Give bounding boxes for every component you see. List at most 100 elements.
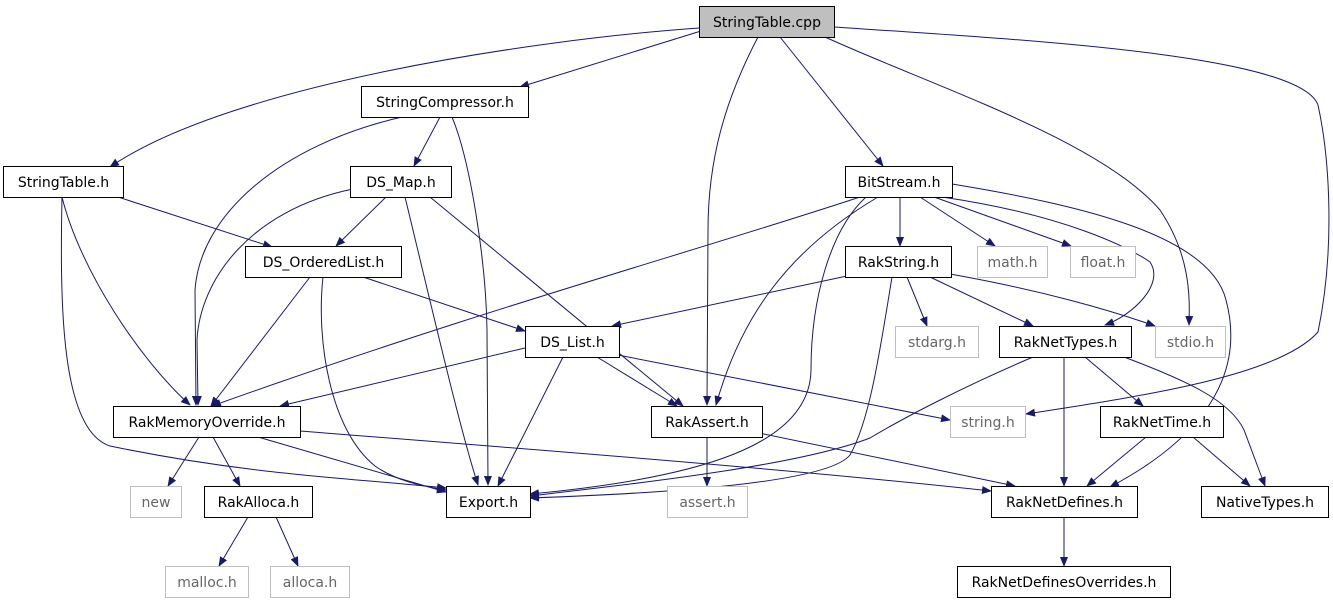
edge-stringcompressor-h-to-export-h bbox=[451, 116, 492, 486]
edge-rakmemoryoverride-h-to-rakalloca-h bbox=[212, 436, 241, 487]
node-box bbox=[113, 406, 301, 438]
node-box bbox=[361, 86, 529, 118]
edge-rakmemoryoverride-h-to-new bbox=[167, 436, 200, 487]
edge-ds-orderedlist-h-to-export-h bbox=[320, 276, 447, 493]
edge-ds-map-h-to-rakassert-h bbox=[429, 196, 684, 407]
edge-ds-list-h-to-export-h bbox=[497, 356, 564, 487]
edge-ds-list-h-to-string-h bbox=[617, 354, 951, 423]
node-box bbox=[999, 326, 1132, 358]
edge-bitstream-h-to-math-h bbox=[919, 196, 996, 247]
node-box bbox=[895, 326, 979, 358]
node-ds-map-h[interactable]: DS_Map.h bbox=[350, 166, 452, 198]
node-raknetdefines-h[interactable]: RakNetDefines.h bbox=[991, 486, 1138, 518]
node-label: alloca.h bbox=[283, 575, 338, 591]
node-rakalloca-h[interactable]: RakAlloca.h bbox=[204, 486, 313, 518]
edge-rakalloca-h-to-malloc-h bbox=[218, 516, 249, 567]
node-rakassert-h[interactable]: RakAssert.h bbox=[651, 406, 763, 438]
edge-raknettime-h-to-raknetdefines-h bbox=[1086, 436, 1147, 487]
edge-bitstream-h-to-rakmemoryoverride-h bbox=[211, 196, 861, 407]
node-label: RakNetDefinesOverrides.h bbox=[972, 575, 1157, 591]
node-box bbox=[204, 486, 313, 518]
node-ds-orderedlist-h[interactable]: DS_OrderedList.h bbox=[245, 246, 402, 278]
edge-rakmemoryoverride-h-to-raknetdefines-h bbox=[299, 430, 992, 494]
node-label: stdio.h bbox=[1167, 335, 1214, 351]
node-label: StringTable.h bbox=[18, 175, 109, 191]
edge-rakstring-h-to-stdio-h bbox=[949, 273, 1156, 327]
node-box bbox=[350, 166, 452, 198]
node-new: new bbox=[130, 486, 182, 518]
node-label: RakNetTypes.h bbox=[1014, 335, 1117, 351]
node-assert-h: assert.h bbox=[667, 486, 748, 518]
node-stdio-h: stdio.h bbox=[1155, 326, 1226, 358]
node-label: math.h bbox=[988, 255, 1038, 271]
node-malloc-h: malloc.h bbox=[165, 566, 249, 598]
node-label: malloc.h bbox=[177, 575, 237, 591]
node-box bbox=[1155, 326, 1226, 358]
node-label: RakNetTime.h bbox=[1113, 415, 1211, 431]
node-raknettime-h[interactable]: RakNetTime.h bbox=[1100, 406, 1224, 438]
edge-rakstring-h-to-raknettypes-h bbox=[929, 276, 1034, 327]
node-label: RakAlloca.h bbox=[218, 495, 300, 511]
node-box bbox=[957, 566, 1171, 598]
node-box bbox=[446, 486, 531, 518]
node-label: DS_Map.h bbox=[366, 175, 436, 191]
edge-ds-orderedlist-h-to-ds-list-h bbox=[362, 276, 526, 332]
node-rakmemoryoverride-h[interactable]: RakMemoryOverride.h bbox=[113, 406, 301, 438]
edge-rakstring-h-to-stdarg-h bbox=[906, 276, 928, 327]
node-box bbox=[525, 326, 620, 358]
edge-bitstream-h-to-rakassert-h bbox=[714, 196, 879, 406]
node-raknetdefinesoverrides-h[interactable]: RakNetDefinesOverrides.h bbox=[957, 566, 1171, 598]
edge-raknettypes-h-to-nativetypes-h bbox=[1123, 356, 1266, 487]
node-box bbox=[991, 486, 1138, 518]
node-ds-list-h[interactable]: DS_List.h bbox=[525, 326, 620, 358]
edge-stringtable-cpp-to-bitstream-h bbox=[779, 36, 884, 167]
edge-stringtable-cpp-to-stdio-h bbox=[824, 36, 1194, 326]
node-label: stdarg.h bbox=[908, 335, 966, 351]
node-rakstring-h[interactable]: RakString.h bbox=[845, 246, 952, 278]
node-box bbox=[270, 566, 350, 598]
edge-raknettypes-h-to-raknettime-h bbox=[1084, 356, 1144, 407]
edge-stringtable-cpp-to-stringtable-h bbox=[109, 27, 700, 168]
node-box bbox=[845, 246, 952, 278]
edge-ds-map-h-to-ds-orderedlist-h bbox=[335, 196, 387, 247]
node-export-h[interactable]: Export.h bbox=[446, 486, 531, 518]
node-raknettypes-h[interactable]: RakNetTypes.h bbox=[999, 326, 1132, 358]
node-label: NativeTypes.h bbox=[1216, 495, 1314, 511]
node-label: DS_OrderedList.h bbox=[263, 255, 384, 271]
node-stringcompressor-h[interactable]: StringCompressor.h bbox=[361, 86, 529, 118]
edge-rakassert-h-to-raknetdefines-h bbox=[758, 432, 1016, 489]
node-label: Export.h bbox=[459, 495, 518, 511]
node-nativetypes-h[interactable]: NativeTypes.h bbox=[1201, 486, 1329, 518]
edge-ds-list-h-to-rakmemoryoverride-h bbox=[279, 347, 526, 408]
node-label: StringTable.cpp bbox=[713, 15, 821, 31]
node-box bbox=[245, 246, 402, 278]
node-box bbox=[667, 486, 748, 518]
edge-stringtable-cpp-to-string-h bbox=[833, 26, 1330, 417]
node-box bbox=[977, 246, 1048, 278]
node-box bbox=[651, 406, 763, 438]
node-alloca-h: alloca.h bbox=[270, 566, 350, 598]
edge-ds-map-h-to-export-h bbox=[404, 196, 480, 486]
node-bitstream-h[interactable]: BitStream.h bbox=[845, 166, 953, 198]
node-label: RakMemoryOverride.h bbox=[129, 415, 286, 431]
node-label: string.h bbox=[961, 415, 1015, 431]
edge-rakstring-h-to-export-h bbox=[529, 276, 893, 502]
node-box bbox=[165, 566, 249, 598]
node-box bbox=[1201, 486, 1329, 518]
node-label: StringCompressor.h bbox=[376, 95, 514, 111]
node-label: float.h bbox=[1081, 255, 1126, 271]
node-box bbox=[950, 406, 1026, 438]
edge-stringcompressor-h-to-ds-map-h bbox=[413, 116, 441, 167]
node-layer: StringTable.cppStringCompressor.hStringT… bbox=[3, 6, 1329, 598]
edge-layer bbox=[60, 26, 1330, 567]
node-string-h: string.h bbox=[950, 406, 1026, 438]
node-label: DS_List.h bbox=[540, 335, 604, 351]
edge-stringtable-h-to-ds-orderedlist-h bbox=[117, 196, 273, 249]
node-stringtable-cpp[interactable]: StringTable.cpp bbox=[699, 6, 835, 38]
node-float-h: float.h bbox=[1070, 246, 1136, 278]
node-stringtable-h[interactable]: StringTable.h bbox=[3, 166, 124, 198]
edge-rakmemoryoverride-h-to-export-h bbox=[257, 436, 447, 494]
edge-rakstring-h-to-ds-list-h bbox=[611, 275, 848, 329]
edge-ds-list-h-to-rakassert-h bbox=[596, 356, 678, 407]
